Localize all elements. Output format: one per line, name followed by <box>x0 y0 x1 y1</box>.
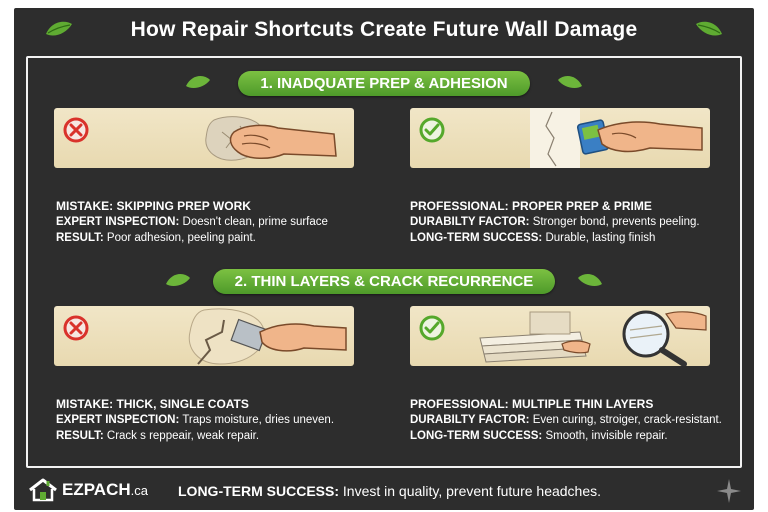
section-2-mistake-panel <box>54 306 354 366</box>
section-1-professional-panel <box>410 108 710 168</box>
caption-line: EXPERT INSPECTION: Doesn't clean, prime … <box>56 214 396 230</box>
x-circle-icon <box>63 117 89 143</box>
brand-name: EZPACH.ca <box>62 480 148 500</box>
brand-tld: .ca <box>130 483 148 498</box>
caption-text: Doesn't clean, prime surface <box>182 216 328 228</box>
caption-label: DURABILTY FACTOR: <box>410 216 530 228</box>
footer-bar: EZPACH.ca LONG-TERM SUCCESS: Invest in q… <box>14 472 754 510</box>
section-2-professional-panel <box>410 306 710 366</box>
footer-label: LONG-TERM SUCCESS: <box>178 483 339 499</box>
magnifying-glass-layers-icon <box>479 310 707 366</box>
mistake-heading: MISTAKE: SKIPPING PREP WORK <box>56 199 251 213</box>
footer-text: Invest in quality, prevent future headch… <box>342 483 602 499</box>
caption-line: LONG-TERM SUCCESS: Smooth, invisible rep… <box>410 428 750 444</box>
caption-text: Even curing, stroiger, crack-resistant. <box>532 414 722 426</box>
caption-label: RESULT: <box>56 430 104 442</box>
check-circle-icon <box>419 117 445 143</box>
caption-text: Traps moisture, dries uneven. <box>182 414 335 426</box>
section-1-professional-caption: PROFESSIONAL: PROPER PREP & PRIME DURABI… <box>410 198 750 246</box>
leaf-icon <box>46 21 72 36</box>
section-1-mistake-panel <box>54 108 354 168</box>
caption-label: EXPERT INSPECTION: <box>56 414 180 426</box>
caption-line: RESULT: Crack s reppeair, weak repair. <box>56 428 396 444</box>
leaf-icon <box>186 76 210 88</box>
brand-logo[interactable]: EZPACH.ca <box>28 478 148 502</box>
caption-line: DURABILTY FACTOR: Stronger bond, prevent… <box>410 214 750 230</box>
caption-label: EXPERT INSPECTION: <box>56 216 180 228</box>
caption-text: Durable, lasting finish <box>545 232 656 244</box>
section-1-title: 1. INADQUATE PREP & ADHESION <box>238 70 530 96</box>
section-2-mistake-caption: MISTAKE: THICK, SINGLE COATS EXPERT INSP… <box>56 396 396 444</box>
caption-line: EXPERT INSPECTION: Traps moisture, dries… <box>56 412 396 428</box>
check-circle-icon <box>419 315 445 341</box>
footer-message: LONG-TERM SUCCESS: Invest in quality, pr… <box>178 483 601 499</box>
mistake-heading: MISTAKE: THICK, SINGLE COATS <box>56 397 249 411</box>
caption-line: DURABILTY FACTOR: Even curing, stroiger,… <box>410 412 750 428</box>
caption-label: RESULT: <box>56 232 104 244</box>
infographic-poster: How Repair Shortcuts Create Future Wall … <box>14 8 754 510</box>
caption-label: DURABILTY FACTOR: <box>410 414 530 426</box>
professional-heading: PROFESSIONAL: PROPER PREP & PRIME <box>410 199 652 213</box>
hand-rubbing-wall-icon <box>205 116 337 161</box>
caption-line: RESULT: Poor adhesion, peeling paint. <box>56 230 396 246</box>
section-1-mistake-caption: MISTAKE: SKIPPING PREP WORK EXPERT INSPE… <box>56 198 396 246</box>
sparkle-star-icon <box>717 479 741 503</box>
content-frame <box>26 56 742 468</box>
section-1-banner: 1. INADQUATE PREP & ADHESION <box>184 70 584 96</box>
caption-text: Crack s reppeair, weak repair. <box>106 430 260 442</box>
brand-name-text: EZPACH <box>62 480 131 499</box>
leaf-icon <box>558 76 582 88</box>
section-2-professional-caption: PROFESSIONAL: MULTIPLE THIN LAYERS DURAB… <box>410 396 750 444</box>
house-icon <box>29 478 57 502</box>
caption-label: LONG-TERM SUCCESS: <box>410 430 543 442</box>
caption-line: LONG-TERM SUCCESS: Durable, lasting fini… <box>410 230 750 246</box>
caption-label: LONG-TERM SUCCESS: <box>410 232 543 244</box>
caption-text: Smooth, invisible repair. <box>545 430 668 442</box>
leaf-icon <box>696 21 722 36</box>
title-bar: How Repair Shortcuts Create Future Wall … <box>14 8 754 52</box>
hand-putty-knife-crack-icon <box>188 308 347 365</box>
caption-text: Poor adhesion, peeling paint. <box>106 232 256 244</box>
professional-heading: PROFESSIONAL: MULTIPLE THIN LAYERS <box>410 397 654 411</box>
section-2-title: 2. THIN LAYERS & CRACK RECURRENCE <box>212 268 556 294</box>
leaf-icon <box>578 274 602 286</box>
section-2-banner: 2. THIN LAYERS & CRACK RECURRENCE <box>164 268 604 294</box>
caption-text: Stronger bond, prevents peeling. <box>532 216 700 228</box>
page-title: How Repair Shortcuts Create Future Wall … <box>130 18 638 41</box>
leaf-icon <box>166 274 190 286</box>
x-circle-icon <box>63 315 89 341</box>
hand-sanding-block-icon <box>530 108 703 168</box>
